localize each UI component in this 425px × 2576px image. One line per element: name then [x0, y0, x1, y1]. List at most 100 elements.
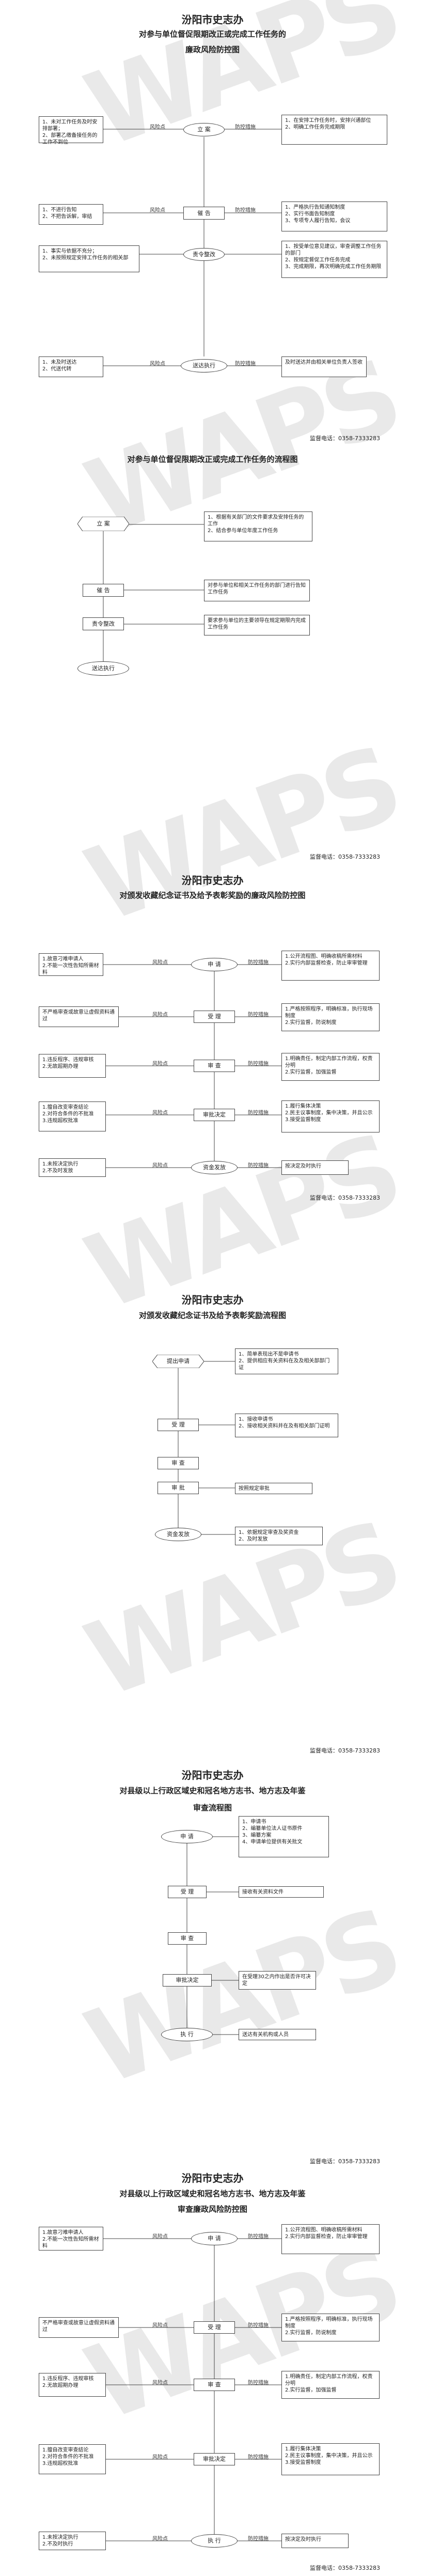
page-title: 汾阳市史志办 [181, 1294, 244, 1306]
measure-box: 1、严格执行告知通知制度 2、实行书面告知制度 3、专项专人履行告知，会议 [281, 201, 387, 231]
supervision-phone: 监督电话：0358-7333283 [310, 1747, 380, 1754]
measure-label: 防控措施 [235, 361, 256, 367]
measure-box: 1、在安排工作任务时，安排兴通部位 2、明确工作任务完成期限 [281, 115, 387, 145]
supervision-phone: 监督电话：0358-7333283 [310, 2565, 380, 2571]
section-risk-chart-6: 汾阳市史志办 对县级以上行政区域史和冠名地方志书、地方志及年鉴 审查廉政风险防控… [0, 2170, 425, 2576]
risk-label: 风险点 [152, 1012, 168, 1018]
flow-node: 申 请 [191, 958, 238, 971]
section-risk-chart-3: 汾阳市史志办 对颁发收藏纪念证书及给予表彰奖励的廉政风险防控图 申 请 受 理 … [0, 868, 425, 1281]
risk-label: 风险点 [152, 2234, 168, 2240]
supervision-phone: 监督电话：0358-7333283 [310, 1194, 380, 1201]
page-title: 汾阳市史志办 [181, 13, 244, 26]
note-box: 1、依据规定审查及奖资金 2、及时发放 [235, 1527, 323, 1545]
risk-label: 风险点 [150, 125, 165, 130]
supervision-phone: 监督电话：0358-7333283 [310, 854, 380, 860]
risk-box: 1、不进行告知 2、不把告诉解，审结 [39, 204, 103, 225]
risk-label: 风险点 [150, 361, 165, 367]
risk-label: 风险点 [152, 1163, 168, 1169]
measure-label: 防控措施 [248, 1110, 269, 1116]
flow-node: 申 请 [161, 1830, 213, 1843]
flow-node: 审 查 [194, 1060, 235, 1072]
measure-box: 1.履行集体决策 2.民主议事制度，集中决策，并且公示 3.接受监督制度 [281, 2443, 380, 2475]
note-box: 要求参与单位的主要领导在规定期限内完成工作任务 [204, 615, 310, 635]
section-subtitle: 对颁发收藏纪念证书及给予表彰奖励的廉政风险防控图 [119, 891, 306, 900]
flow-node: 立 案 [183, 123, 225, 136]
flow-node: 审批决定 [163, 1974, 212, 1987]
measure-box: 1、按受单位意见建议，审查调整工作任务的部门 2、按规定督促工作任务完成 3、完… [281, 241, 387, 278]
supervision-phone: 监督电话：0358-7333283 [310, 435, 380, 442]
risk-label: 风险点 [152, 1110, 168, 1116]
measure-label: 防控措施 [248, 1163, 269, 1169]
measure-box: 及时送达并由相关单位负责人签收 [281, 356, 367, 377]
measure-box: 1.明确责任，制定内部工作流程，权责分明 2.实行监督，加强监督 [281, 1053, 380, 1081]
page-title: 汾阳市史志办 [181, 1769, 244, 1781]
measure-box: 1.公开流程图、明确收稿所需材料 2.实行内部监督检查，防止审审管理 [281, 951, 380, 981]
measure-box: 按决定及时执行 [281, 2534, 349, 2548]
risk-label: 风险点 [152, 2536, 168, 2542]
measure-label: 防控措施 [248, 1012, 269, 1018]
note-box: 按照规定审批 [235, 1483, 312, 1494]
flow-node: 送达执行 [77, 661, 129, 676]
risk-box: 1.擅自改变审查结论 2.对符合条件的不批准 3.违规超权批准 [39, 2444, 106, 2474]
risk-box: 1.故意刁难申请人 2.不能一次性告知所需材料 [39, 2227, 103, 2251]
note-box: 1、接收申请书 2、接收相关资料并在及有相关部门证明 [235, 1414, 338, 1437]
section-subtitle: 对县级以上行政区域史和冠名地方志书、地方志及年鉴 [119, 2189, 306, 2198]
risk-box: 1.未按决定执行 2.不及时执行 [39, 2532, 106, 2550]
risk-label: 风险点 [152, 2380, 168, 2386]
section-risk-chart-1: 汾阳市史志办 对参与单位督促限期改正或完成工作任务的 廉政风险防控图 立 案 催… [0, 0, 425, 444]
measure-label: 防控措施 [248, 1061, 269, 1067]
section-flow-chart-4: 汾阳市史志办 对颁发收藏纪念证书及给予表彰奖励流程图 提出申请 受 理 审 查 … [0, 1281, 425, 1762]
risk-label: 风险点 [152, 2323, 168, 2329]
measure-label: 防控措施 [235, 208, 256, 213]
risk-label: 风险点 [152, 1061, 168, 1067]
section-subtitle: 对参与单位督促限期改正或完成工作任务的流程图 [127, 455, 298, 464]
risk-label: 风险点 [152, 960, 168, 966]
flow-connectors [103, 964, 281, 1168]
flow-node: 受 理 [158, 1419, 199, 1431]
measure-label: 防控措施 [235, 125, 256, 130]
measure-box: 1.严格按照程序，明确标准，执行现场制度 2.实行监督，防说制度 [281, 2314, 380, 2341]
note-box: 对参与单位和相关工作任务的部门进行告知工作任务 [204, 580, 310, 601]
flow-node: 受 理 [194, 1011, 235, 1023]
note-box: 送达有关机构或人员 [239, 2029, 316, 2040]
measure-label: 防控措施 [248, 960, 269, 966]
section-flow-chart-2: 对参与单位督促限期改正或完成工作任务的流程图 立 案 催 告 责令整改 送达执行… [0, 444, 425, 868]
risk-box: 1.违反程序、违规审核 2.无故超期办理 [39, 2373, 106, 2397]
flow-node: 责令整改 [83, 617, 124, 630]
flow-node: 提出申请 [152, 1355, 204, 1368]
measure-label: 防控措施 [248, 2234, 269, 2240]
risk-box: 1.故意刁难申请人 2.不能一次性告知所需材料 [39, 953, 103, 976]
flow-node: 执 行 [161, 2028, 213, 2041]
measure-box: 按决定及时执行 [281, 1160, 349, 1175]
flow-node: 审 查 [194, 2379, 235, 2391]
risk-box: 1.擅自改变审查结论 2.对符合条件的不批准 3.违规超权批准 [39, 1101, 106, 1131]
section-subtitle: 廉政风险防控图 [185, 45, 240, 54]
risk-box: 1、未对工作任务及时安排部署； 2、部署乙缴备接任务的工作不到位 [39, 116, 103, 145]
section-subtitle: 对颁发收藏纪念证书及给予表彰奖励流程图 [138, 1311, 286, 1320]
measure-label: 防控措施 [248, 2323, 269, 2329]
flow-node: 审 批 [158, 1482, 199, 1494]
flow-node: 催 告 [83, 584, 124, 597]
flow-node: 执 行 [191, 2534, 238, 2548]
note-box: 在受理30之内作出是否许可决定 [239, 1971, 316, 1990]
section-subtitle: 审查流程图 [193, 1803, 232, 1812]
flow-connectors [103, 129, 281, 366]
flow-node: 审 查 [168, 1932, 207, 1945]
flow-node: 审 查 [158, 1457, 199, 1469]
flow-connectors [186, 1836, 239, 2038]
flow-node: 责令整改 [183, 248, 225, 261]
section-subtitle: 审查廉政风险防控图 [177, 2205, 247, 2214]
risk-box: 1.未按决定执行 2.不及时发放 [39, 1158, 106, 1177]
flow-connectors [103, 524, 204, 661]
risk-box: 1、未及时送达 2、代送代转 [39, 356, 103, 377]
risk-box: 不严格审查或故意让虚假资料通过 [39, 1006, 119, 1027]
section-subtitle: 对县级以上行政区域史和冠名地方志书、地方志及年鉴 [119, 1786, 306, 1795]
measure-box: 1.严格按照程序，明确标准，执行现场制度 2.实行监督，防说制度 [281, 1003, 380, 1031]
section-subtitle: 对参与单位督促限期改正或完成工作任务的 [138, 29, 286, 39]
page-title: 汾阳市史志办 [181, 2172, 244, 2184]
flow-node: 申 请 [191, 2232, 238, 2245]
note-box: 接收有关资料文件 [239, 1886, 324, 1898]
supervision-phone: 监督电话：0358-7333283 [310, 2158, 380, 2165]
measure-box: 1.履行集体决策 2.民主议事制度，集中决策，并且公示 3.接受监督制度 [281, 1100, 380, 1132]
measure-box: 1.公开流程图、明确收稿所需材料 2.实行内部监督检查，防止审审管理 [281, 2224, 380, 2254]
